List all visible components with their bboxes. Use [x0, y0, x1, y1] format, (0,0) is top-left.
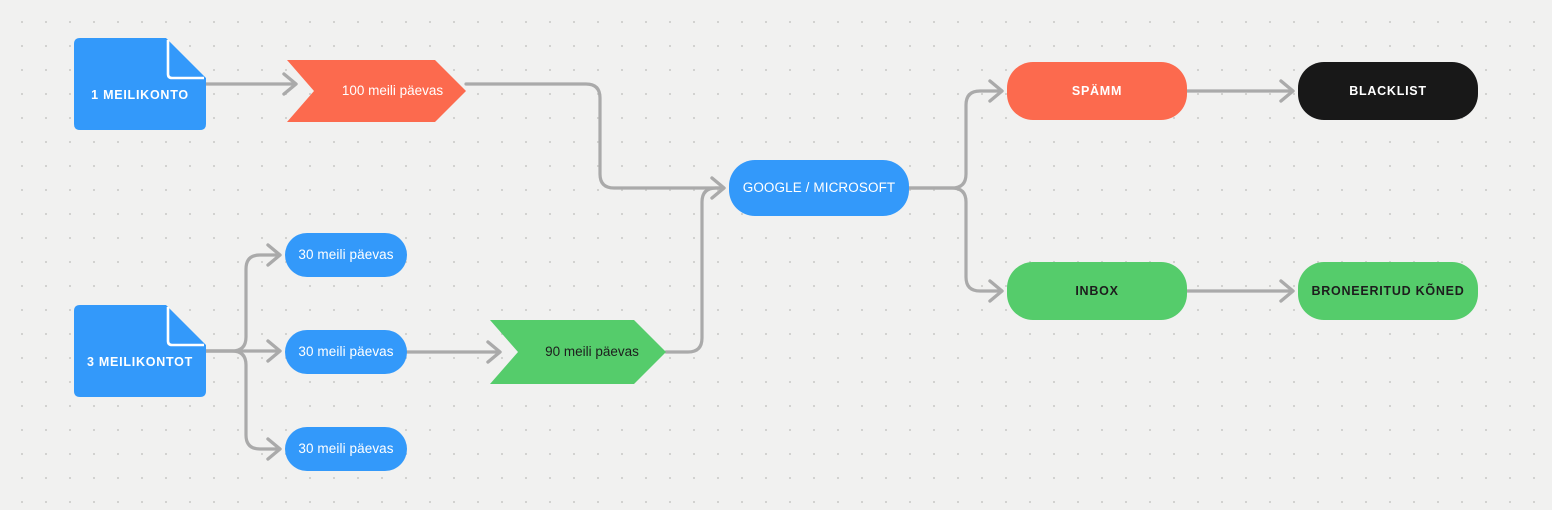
node-provider[interactable]: GOOGLE / MICROSOFT [729, 160, 909, 216]
node-label: BRONEERITUD KÕNED [1311, 283, 1465, 298]
node-label: 30 meili päevas [298, 343, 394, 359]
edge-spam-to-blacklist [1185, 79, 1295, 103]
edge-provider-to-spam [907, 79, 1004, 190]
edge-provider-to-inbox [907, 186, 1004, 303]
node-label: SPÄMM [1071, 83, 1123, 98]
edge-three-accounts-to-b [204, 339, 282, 363]
node-label: 3 MEILIKONTOT [86, 355, 194, 369]
edge-three-accounts-to-a [204, 243, 282, 353]
node-hundred-mails[interactable]: 100 meili päevas [283, 60, 466, 122]
node-ninety-mails[interactable]: 90 meili päevas [486, 320, 666, 384]
edge-ninety-to-provider [664, 186, 724, 354]
node-label: 90 meili päevas [545, 344, 639, 359]
node-three-accounts[interactable]: 3 MEILIKONTOT [74, 305, 206, 397]
edge-hundred-to-provider [464, 82, 726, 200]
edge-inbox-to-booked-calls [1185, 279, 1295, 303]
node-thirty-b[interactable]: 30 meili päevas [285, 330, 407, 374]
node-label: 100 meili päevas [341, 83, 444, 98]
node-label: BLACKLIST [1349, 83, 1427, 98]
document-shape-icon [74, 305, 206, 397]
chevron-shape-icon [287, 60, 466, 122]
document-shape-icon [74, 38, 206, 130]
chevron-shape-icon [490, 320, 666, 384]
node-thirty-c[interactable]: 30 meili päevas [285, 427, 407, 471]
node-one-account[interactable]: 1 MEILIKONTO [74, 38, 206, 130]
node-blacklist[interactable]: BLACKLIST [1298, 62, 1478, 120]
node-thirty-a[interactable]: 30 meili päevas [285, 233, 407, 277]
node-label: INBOX [1075, 283, 1119, 298]
node-label: GOOGLE / MICROSOFT [742, 179, 896, 195]
node-label: 30 meili päevas [298, 246, 394, 262]
node-inbox[interactable]: INBOX [1007, 262, 1187, 320]
node-label: 1 MEILIKONTO [91, 88, 189, 102]
node-spam[interactable]: SPÄMM [1007, 62, 1187, 120]
edge-three-accounts-to-c [204, 349, 282, 461]
node-booked-calls[interactable]: BRONEERITUD KÕNED [1298, 262, 1478, 320]
node-label: 30 meili päevas [298, 440, 394, 456]
